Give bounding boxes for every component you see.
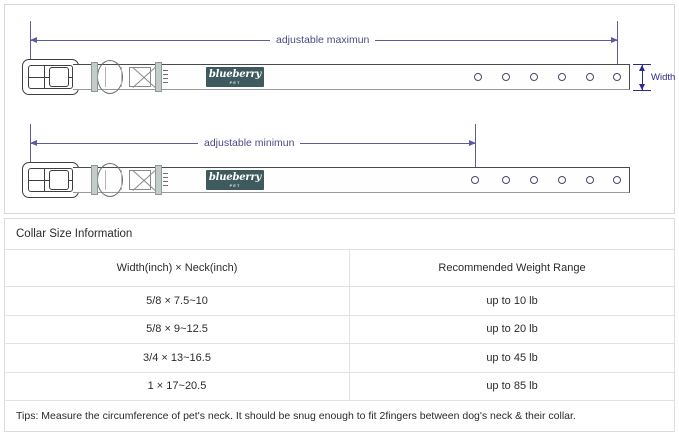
strap-hole <box>502 73 510 81</box>
cell-size: 1 × 17~20.5 <box>5 372 350 400</box>
strap-hole <box>558 176 566 184</box>
stitch-line-2-min <box>121 170 122 190</box>
extension-line-right-max <box>617 21 618 67</box>
stitch-mark-b-max <box>163 74 168 76</box>
collar-diagram-panel: adjustable maximun <box>4 4 675 214</box>
extension-line-right-min <box>475 124 476 186</box>
buckle-tongue-min <box>49 170 69 190</box>
brand-logo-sub-min: PET <box>229 182 241 188</box>
table-title: Collar Size Information <box>16 228 133 240</box>
collar-diagram-row-minimum: adjustable minimun blueberry PET <box>5 108 676 213</box>
strap-hole <box>586 176 594 184</box>
brand-logo-tag-min: blueberry PET <box>206 170 264 190</box>
stitch-mark-c-max <box>163 78 168 80</box>
keeper-loop-2-max <box>155 62 162 92</box>
stitch-line-2-max <box>121 67 122 87</box>
keeper-loop-1-max <box>91 62 98 92</box>
width-tick-bottom <box>633 90 651 91</box>
table-row: 3/4 × 13~16.5 up to 45 lb <box>5 344 674 373</box>
dimension-arrow-right-min <box>469 139 476 146</box>
collar-diagram-row-maximum: adjustable maximun <box>5 5 676 110</box>
column-header-size: Width(inch) × Neck(inch) <box>5 250 350 286</box>
cell-weight: up to 10 lb <box>486 294 538 307</box>
dimension-label-min: adjustable minimun <box>198 137 301 149</box>
cell-weight: up to 20 lb <box>486 323 538 336</box>
stitch-mark-a-max <box>163 70 168 72</box>
dimension-arrow-left-max <box>30 36 37 43</box>
width-arrow-up <box>638 65 645 71</box>
dimension-arrow-right-max <box>611 36 618 43</box>
table-header-row: Width(inch) × Neck(inch) Recommended Wei… <box>5 250 674 287</box>
cell-size: 5/8 × 9~12.5 <box>5 315 350 343</box>
brand-logo-sub-max: PET <box>229 79 241 85</box>
collar-size-table: Collar Size Information Width(inch) × Ne… <box>4 218 675 432</box>
table-title-row: Collar Size Information <box>5 219 674 250</box>
tips-text: Tips: Measure the circumference of pet's… <box>16 410 576 422</box>
cell-size: 5/8 × 7.5~10 <box>5 287 350 315</box>
brand-logo-name-min: blueberry <box>208 171 262 183</box>
table-row: 5/8 × 9~12.5 up to 20 lb <box>5 315 674 344</box>
table-row: 5/8 × 7.5~10 up to 10 lb <box>5 287 674 316</box>
width-callout-label: Width <box>651 72 676 83</box>
table-tips-row: Tips: Measure the circumference of pet's… <box>5 401 674 432</box>
stitch-mark-c-min <box>163 181 168 183</box>
brand-logo-tag-max: blueberry PET <box>206 67 264 87</box>
buckle-uprightbar-min <box>44 168 46 192</box>
dimension-label-max: adjustable maximun <box>270 34 376 46</box>
strap-hole-arrow-target <box>471 176 479 184</box>
strap-hole <box>558 73 566 81</box>
stitch-mark-a-min <box>163 173 168 175</box>
buckle-tongue-max <box>49 67 69 87</box>
width-dimension-line <box>642 64 643 90</box>
cell-weight: up to 45 lb <box>486 351 538 364</box>
stitch-x-box-max <box>129 67 151 87</box>
stitch-x-box-min <box>129 170 151 190</box>
stitch-mark-b-min <box>163 177 168 179</box>
width-arrow-down <box>638 84 645 90</box>
strap-hole-arrow-target <box>613 73 621 81</box>
strap-hole <box>474 73 482 81</box>
cell-weight: up to 85 lb <box>486 380 538 393</box>
strap-hole <box>502 176 510 184</box>
brand-logo-name-max: blueberry <box>208 68 262 80</box>
keeper-loop-2-min <box>155 165 162 195</box>
stitch-line-1-min <box>105 170 106 190</box>
strap-hole <box>530 176 538 184</box>
stitch-mark-d-max <box>163 82 168 84</box>
column-header-weight: Recommended Weight Range <box>438 262 586 274</box>
strap-hole <box>613 176 621 184</box>
strap-hole <box>586 73 594 81</box>
table-row: 1 × 17~20.5 up to 85 lb <box>5 372 674 401</box>
buckle-uprightbar-max <box>44 65 46 89</box>
cell-size: 3/4 × 13~16.5 <box>5 344 350 372</box>
keeper-loop-1-min <box>91 165 98 195</box>
strap-hole <box>530 73 538 81</box>
d-ring-max <box>97 60 123 94</box>
dimension-arrow-left-min <box>30 139 37 146</box>
stitch-line-1-max <box>105 67 106 87</box>
stitch-mark-d-min <box>163 185 168 187</box>
size-chart-page: adjustable maximun <box>0 0 679 418</box>
d-ring-min <box>97 163 123 197</box>
